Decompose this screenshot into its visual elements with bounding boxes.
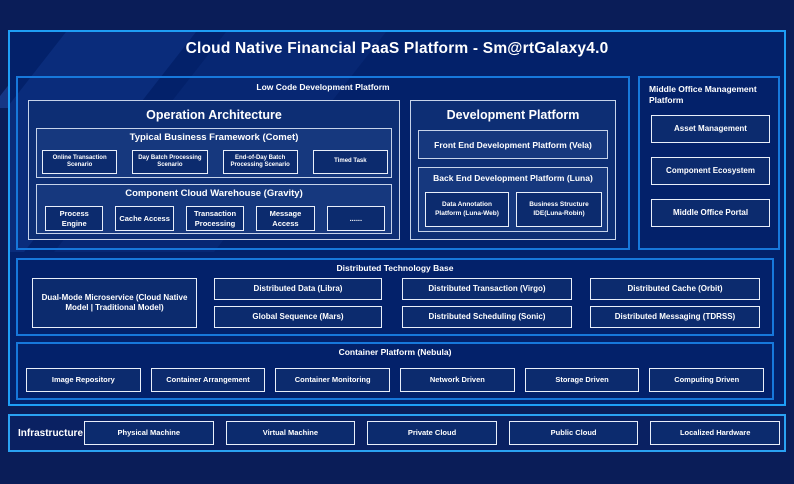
development-platform-title: Development Platform bbox=[446, 108, 580, 122]
box-typical-business-framework: Typical Business Framework (Comet) Onlin… bbox=[36, 128, 392, 178]
operation-architecture-title: Operation Architecture bbox=[146, 108, 282, 122]
box-timed-task: Timed Task bbox=[312, 150, 388, 174]
box-network-driven: Network Driven bbox=[400, 368, 515, 392]
box-online-transaction-scenario: Online Transaction Scenario bbox=[42, 150, 118, 174]
box-public-cloud: Public Cloud bbox=[508, 421, 639, 445]
box-distributed-data: Distributed Data (Libra) bbox=[214, 278, 382, 300]
box-computing-driven: Computing Driven bbox=[649, 368, 765, 392]
box-component-cloud-warehouse: Component Cloud Warehouse (Gravity) Proc… bbox=[36, 184, 392, 234]
box-front-end-development-platform: Front End Development Platform (Vela) bbox=[418, 130, 608, 159]
component-cloud-warehouse-title: Component Cloud Warehouse (Gravity) bbox=[125, 188, 303, 199]
section-low-code-development-platform: Low Code Development Platform Operation … bbox=[16, 76, 630, 250]
box-asset-management: Asset Management bbox=[651, 115, 770, 143]
box-dual-mode-microservice: Dual-Mode Microservice (Cloud Native Mod… bbox=[32, 278, 197, 328]
box-physical-machine: Physical Machine bbox=[84, 421, 214, 445]
front-end-platform-label: Front End Development Platform (Vela) bbox=[434, 139, 592, 150]
box-distributed-cache: Distributed Cache (Orbit) bbox=[590, 278, 760, 300]
middle-office-platform-label: Middle Office Management Platform bbox=[649, 84, 757, 106]
box-distributed-scheduling: Distributed Scheduling (Sonic) bbox=[402, 306, 572, 328]
back-end-platform-title: Back End Development Platform (Luna) bbox=[433, 173, 593, 183]
box-day-batch-processing-scenario: Day Batch Processing Scenario bbox=[132, 150, 208, 174]
box-distributed-transaction: Distributed Transaction (Virgo) bbox=[402, 278, 572, 300]
box-private-cloud: Private Cloud bbox=[367, 421, 497, 445]
box-container-arrangement: Container Arrangement bbox=[150, 368, 266, 392]
low-code-platform-label: Low Code Development Platform bbox=[256, 82, 390, 92]
box-virtual-machine: Virtual Machine bbox=[225, 421, 356, 445]
box-development-platform: Development Platform Front End Developme… bbox=[410, 100, 616, 240]
box-component-ecosystem: Component Ecosystem bbox=[651, 157, 770, 185]
section-infrastructure: Infrastructure Physical Machine Virtual … bbox=[8, 414, 786, 452]
box-end-of-day-batch-processing-scenario: End-of-Day Batch Processing Scenario bbox=[222, 150, 298, 174]
section-distributed-technology-base: Distributed Technology Base Dual-Mode Mi… bbox=[16, 258, 774, 336]
section-middle-office-management-platform: Middle Office Management Platform Asset … bbox=[638, 76, 780, 250]
box-global-sequence: Global Sequence (Mars) bbox=[214, 306, 382, 328]
box-transaction-processing: Transaction Processing bbox=[185, 206, 245, 231]
box-middle-office-portal: Middle Office Portal bbox=[651, 199, 770, 227]
infrastructure-label: Infrastructure bbox=[18, 427, 84, 439]
box-process-engine: Process Engine bbox=[45, 206, 104, 231]
box-image-repository: Image Repository bbox=[26, 368, 141, 392]
box-business-structure-ide: Business Structure IDE(Luna-Robin) bbox=[516, 192, 602, 227]
box-operation-architecture: Operation Architecture Typical Business … bbox=[28, 100, 400, 240]
page-title: Cloud Native Financial PaaS Platform - S… bbox=[185, 40, 609, 57]
box-ellipsis-more: ...... bbox=[326, 206, 386, 231]
section-container-platform: Container Platform (Nebula) Image Reposi… bbox=[16, 342, 774, 400]
distributed-technology-base-label: Distributed Technology Base bbox=[336, 263, 454, 273]
box-distributed-messaging: Distributed Messaging (TDRSS) bbox=[590, 306, 760, 328]
container-platform-label: Container Platform (Nebula) bbox=[338, 347, 452, 357]
box-message-access: Message Access bbox=[256, 206, 315, 231]
box-localized-hardware: Localized Hardware bbox=[650, 421, 780, 445]
box-data-annotation-platform: Data Annotation Platform (Luna-Web) bbox=[425, 192, 509, 227]
box-cache-access: Cache Access bbox=[115, 206, 174, 231]
typical-business-framework-title: Typical Business Framework (Comet) bbox=[129, 132, 299, 143]
box-back-end-development-platform: Back End Development Platform (Luna) Dat… bbox=[418, 167, 608, 232]
box-storage-driven: Storage Driven bbox=[524, 368, 640, 392]
box-container-monitoring: Container Monitoring bbox=[275, 368, 391, 392]
platform-frame: Cloud Native Financial PaaS Platform - S… bbox=[8, 30, 786, 406]
